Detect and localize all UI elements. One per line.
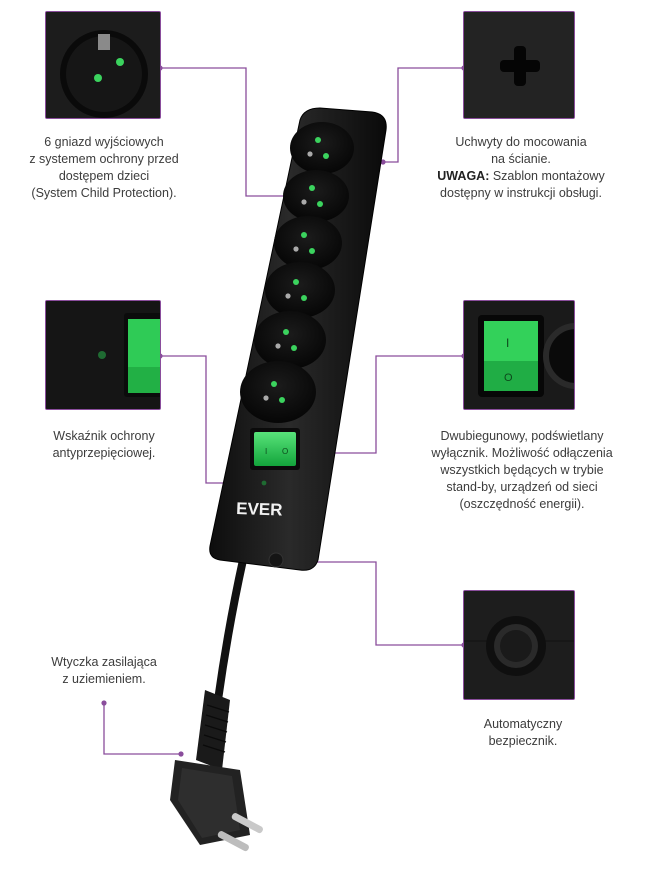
plug-icon xyxy=(170,690,263,852)
fuse-detail-panel xyxy=(463,590,575,700)
svg-text:O: O xyxy=(504,372,513,384)
mount-detail-panel xyxy=(463,11,575,119)
power-switch-icon: I O xyxy=(250,428,300,470)
switch-detail-panel: I O xyxy=(463,300,575,410)
mounting-caption: Uchwyty do mocowania na ścianie. UWAGA: … xyxy=(437,135,605,200)
plug-caption: Wtyczka zasilająca z uziemieniem. xyxy=(51,655,157,686)
led-indicator-icon xyxy=(261,480,267,486)
svg-text:I: I xyxy=(265,447,267,456)
warning-label: UWAGA: xyxy=(437,169,490,183)
brand-logo: EVER xyxy=(236,499,283,520)
socket-detail-panel xyxy=(45,11,161,119)
indicator-caption: Wskaźnik ochrony antyprzepięciowej. xyxy=(52,429,156,460)
fuse-button-icon xyxy=(268,552,284,568)
indicator-detail-panel xyxy=(45,300,161,410)
svg-text:O: O xyxy=(282,447,288,456)
svg-text:I: I xyxy=(506,336,509,350)
power-switch-icon: I O xyxy=(464,301,574,409)
fuse-button-icon xyxy=(464,591,574,699)
mounting-slot-icon xyxy=(464,12,574,118)
sockets-caption: 6 gniazd wyjściowych z systemem ochrony … xyxy=(29,135,179,200)
switch-caption: Dwubiegunowy, podświetlany wyłącznik. Mo… xyxy=(431,429,613,511)
led-indicator-icon xyxy=(46,301,160,409)
fuse-caption: Automatyczny bezpiecznik. xyxy=(483,717,563,748)
socket-row xyxy=(240,122,354,423)
socket-icon xyxy=(46,12,160,118)
